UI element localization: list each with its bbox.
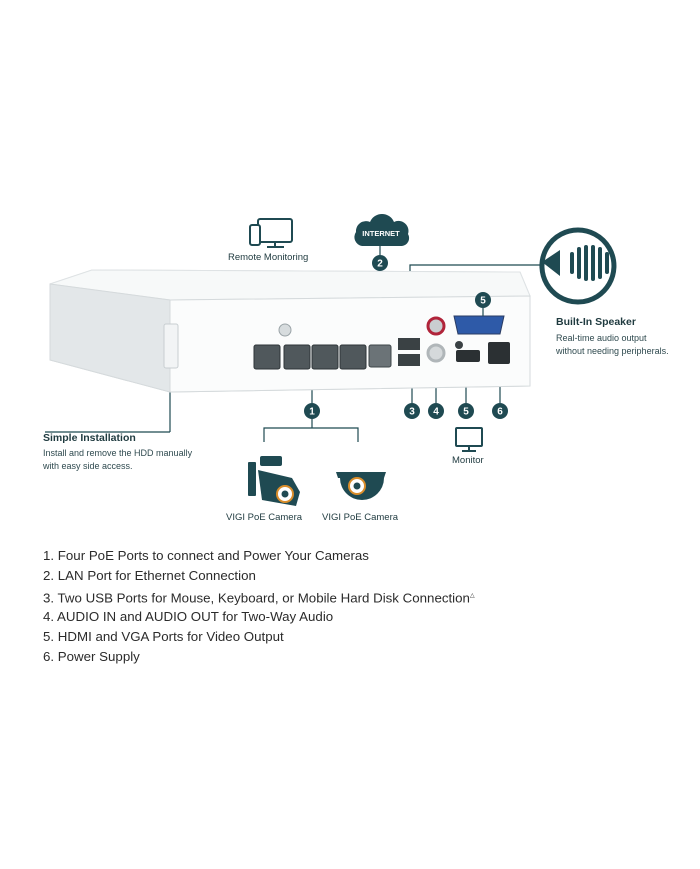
feature-item: 4. AUDIO IN and AUDIO OUT for Two-Way Au… [43,608,334,624]
bullet-camera-icon [248,456,300,506]
marker-6: 6 [492,403,508,419]
installation-desc-line: with easy side access. [43,460,133,471]
svg-text:6: 6 [497,407,503,418]
installation-description: Install and remove the HDD manually with… [43,447,192,472]
svg-text:5: 5 [480,296,486,307]
feature-item: 6. Power Supply [43,648,140,664]
poe-ports [253,344,367,370]
nvr-device [49,269,531,393]
marker-1: 1 [304,403,320,419]
hdd-side-bay [163,323,179,369]
feature-list: 1. Four PoE Ports to connect and Power Y… [43,546,475,667]
svg-text:4: 4 [433,407,439,418]
feature-item: 1. Four PoE Ports to connect and Power Y… [43,548,369,563]
svg-text:5: 5 [463,407,469,418]
svg-text:2: 2 [377,259,383,270]
vga-port [453,315,505,335]
audio-ports [426,316,463,363]
monitor-label: Monitor [452,455,484,466]
installation-title: Simple Installation [43,432,136,444]
marker-5: 5 [458,403,474,419]
usb-ports [398,338,420,366]
monitor-and-phone-icon [249,218,293,248]
marker-2: 2 [372,255,388,271]
ground-screw [278,323,292,337]
internet-label: INTERNET [362,229,400,238]
camera-label-2: VIGI PoE Camera [322,512,399,523]
feature-item: 3. Two USB Ports for Mouse, Keyboard, or… [43,586,475,606]
markers: 1 2 3 4 5 5 6 [304,255,508,419]
svg-text:3: 3 [409,407,415,418]
camera-label-1: VIGI PoE Camera [226,512,303,523]
feature-text: 3. Two USB Ports for Mouse, Keyboard, or… [43,590,470,606]
speaker-title: Built-In Speaker [556,316,636,328]
monitor-icon [455,427,483,452]
marker-4: 4 [428,403,444,419]
speaker-desc-line: Real-time audio output [556,333,647,343]
svg-text:1: 1 [309,407,315,418]
marker-3: 3 [404,403,420,419]
hdmi-port [456,350,480,362]
turret-camera-icon [336,472,386,500]
installation-desc-line: Install and remove the HDD manually [43,448,193,458]
speaker-desc-line: without needing peripherals. [556,345,669,356]
cloud-icon [354,214,410,246]
feature-item: 5. HDMI and VGA Ports for Video Output [43,628,284,644]
feature-item: 2. LAN Port for Ethernet Connection [43,568,256,584]
marker-5-top: 5 [475,292,491,308]
lan-port [368,344,392,368]
speaker-description: Real-time audio output without needing p… [556,332,669,357]
speaker-grille-icon [539,227,617,305]
power-port [488,342,510,364]
remote-monitoring-label: Remote Monitoring [228,252,309,263]
footnote-mark: △ [469,593,475,600]
